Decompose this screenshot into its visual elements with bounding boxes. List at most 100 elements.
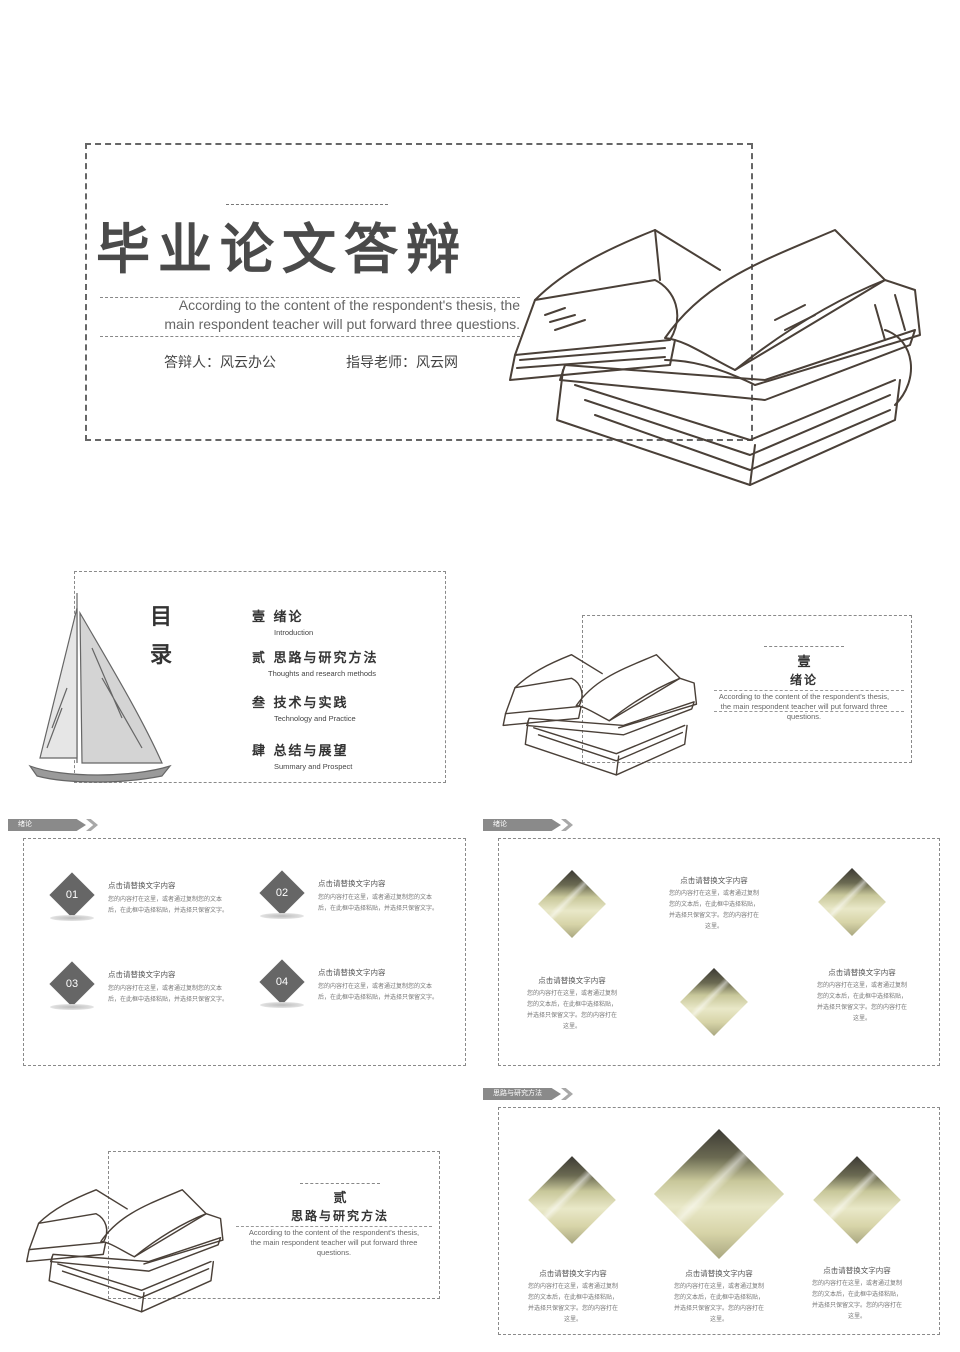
section2-frame bbox=[108, 1151, 440, 1299]
toc-item-en: Summary and Prospect bbox=[274, 762, 353, 771]
card-body-line: 后，在此框中选择粘贴，并选择只保留文字。 bbox=[318, 906, 439, 912]
card-body: 您的内容打在这里，或者通过复制 您的文本后，在此框中选择粘贴， 并选择只保留文字… bbox=[664, 1282, 774, 1326]
toc-title-char-1: 目 bbox=[150, 604, 173, 630]
photo-card-right[interactable]: 点击请替换文字内容 您的内容打在这里，或者通过复制 您的文本后，在此框中选择粘贴… bbox=[808, 967, 916, 1025]
diamond-shadow bbox=[260, 913, 304, 919]
intro-cards-frame bbox=[23, 838, 466, 1066]
section1-desc-line: questions. bbox=[786, 712, 822, 721]
title-rule bbox=[226, 204, 388, 205]
card-body-line: 您的内容打在这里，或者通过复制 bbox=[668, 891, 759, 897]
card-number: 04 bbox=[275, 976, 289, 988]
books-sketch-icon bbox=[509, 229, 921, 486]
photo-card-left[interactable]: 点击请替换文字内容 您的内容打在这里，或者通过复制 您的文本后，在此框中选择粘贴… bbox=[518, 975, 626, 1033]
card-number: 01 bbox=[65, 889, 79, 901]
card-body-line: 您的文本后，在此框中选择粘贴， bbox=[668, 902, 759, 908]
diamond-shadow bbox=[260, 1002, 304, 1008]
books-sketch-icon bbox=[25, 1189, 224, 1313]
card-title: 点击请替换文字内容 bbox=[680, 876, 748, 885]
card-title: 点击请替换文字内容 bbox=[538, 976, 606, 985]
tag-intro-left: 绪论 bbox=[8, 819, 86, 831]
card-body-line: 并选择只保留文字。您的内容打在 bbox=[668, 913, 759, 919]
card-03[interactable]: 点击请替换文字内容 您的内容打在这里，或者通过复制您的文本 后，在此框中选择粘贴… bbox=[108, 969, 258, 1006]
toc-item-introduction[interactable]: 壹 绪论 Introduction bbox=[252, 606, 313, 637]
diamond-shadow bbox=[50, 915, 94, 921]
toc-item-cn: 壹 绪论 bbox=[252, 610, 304, 625]
advisor-label: 指导老师：风云网 bbox=[346, 354, 458, 370]
section1-desc-rule-top bbox=[714, 690, 904, 691]
card-body-line: 您的内容打在这里，或者通过复制 bbox=[816, 983, 907, 989]
card-body: 您的内容打在这里，或者通过复制 您的文本后，在此框中选择粘贴， 并选择只保留文字… bbox=[808, 981, 916, 1025]
section2-name: 思路与研究方法 bbox=[290, 1209, 389, 1223]
photo-card-top[interactable]: 点击请替换文字内容 您的内容打在这里，或者通过复制 您的文本后，在此框中选择粘贴… bbox=[660, 875, 768, 933]
toc-item-cn: 肆 总结与展望 bbox=[252, 744, 349, 759]
section1-desc-rule-bottom bbox=[714, 711, 904, 712]
card-body-line: 并选择只保留文字。您的内容打在 bbox=[816, 1005, 907, 1011]
card-02[interactable]: 点击请替换文字内容 您的内容打在这里，或者通过复制您的文本 后，在此框中选择粘贴… bbox=[318, 878, 468, 915]
section1-desc-line: the main respondent teacher will put for… bbox=[720, 702, 888, 711]
tag-intro-right: 绪论 bbox=[483, 819, 561, 831]
card-body-line: 这里。 bbox=[563, 1317, 582, 1323]
card-body-line: 这里。 bbox=[847, 1314, 866, 1320]
toc-item-cn: 贰 思路与研究方法 bbox=[252, 651, 379, 666]
toc-item-cn: 叁 技术与实践 bbox=[252, 696, 349, 711]
toc-item-technology[interactable]: 叁 技术与实践 Technology and Practice bbox=[252, 692, 356, 723]
toc-item-en: Technology and Practice bbox=[274, 714, 356, 723]
section2-desc-line: questions. bbox=[316, 1248, 352, 1257]
section1-desc: According to the content of the responde… bbox=[704, 692, 904, 722]
card-body-line: 您的文本后，在此框中选择粘贴， bbox=[673, 1295, 764, 1301]
tag-chevron-icon bbox=[86, 819, 98, 831]
card-body: 您的内容打在这里，或者通过复制您的文本 后，在此框中选择粘贴，并选择只保留文字。 bbox=[108, 984, 258, 1006]
toc-title: 目 录 bbox=[150, 598, 180, 674]
cover-frame bbox=[85, 143, 753, 441]
toc-item-summary[interactable]: 肆 总结与展望 Summary and Prospect bbox=[252, 740, 352, 771]
cover-subtitle: According to the content of the responde… bbox=[104, 296, 520, 334]
card-body-line: 这里。 bbox=[852, 1016, 871, 1022]
methods-card-center[interactable]: 点击请替换文字内容 您的内容打在这里，或者通过复制 您的文本后，在此框中选择粘贴… bbox=[664, 1268, 774, 1326]
subtitle-line-2: main respondent teacher will put forward… bbox=[164, 316, 520, 332]
cover-title: 毕业论文答辩 bbox=[96, 217, 468, 281]
card-body: 您的内容打在这里，或者通过复制 您的文本后，在此框中选择粘贴， 并选择只保留文字… bbox=[802, 1279, 912, 1323]
section1-number: 壹 bbox=[797, 655, 811, 670]
card-body: 您的内容打在这里，或者通过复制您的文本 后，在此框中选择粘贴，并选择只保留文字。 bbox=[108, 895, 258, 917]
card-body-line: 您的内容打在这里，或者通过复制您的文本 bbox=[318, 895, 433, 901]
card-body-line: 您的内容打在这里，或者通过复制 bbox=[527, 1284, 618, 1290]
section1-name: 绪论 bbox=[789, 673, 818, 687]
card-title: 点击请替换文字内容 bbox=[108, 970, 176, 979]
card-04[interactable]: 点击请替换文字内容 您的内容打在这里，或者通过复制您的文本 后，在此框中选择粘贴… bbox=[318, 967, 468, 1004]
card-body-line: 后，在此框中选择粘贴，并选择只保留文字。 bbox=[318, 995, 439, 1001]
subtitle-rule-top bbox=[100, 297, 520, 298]
card-body-line: 并选择只保留文字。您的内容打在 bbox=[526, 1013, 617, 1019]
methods-card-left[interactable]: 点击请替换文字内容 您的内容打在这里，或者通过复制 您的文本后，在此框中选择粘贴… bbox=[518, 1268, 628, 1326]
card-body-line: 这里。 bbox=[704, 924, 723, 930]
toc-item-en: Introduction bbox=[274, 628, 314, 637]
card-title: 点击请替换文字内容 bbox=[318, 968, 386, 977]
card-body-line: 您的内容打在这里，或者通过复制 bbox=[811, 1281, 902, 1287]
section2-desc: According to the content of the responde… bbox=[234, 1228, 434, 1258]
card-body-line: 您的内容打在这里，或者通过复制您的文本 bbox=[108, 986, 223, 992]
card-body-line: 并选择只保留文字。您的内容打在 bbox=[673, 1306, 764, 1312]
card-body: 您的内容打在这里，或者通过复制 您的文本后，在此框中选择粘贴， 并选择只保留文字… bbox=[518, 989, 626, 1033]
diamond-shadow bbox=[50, 1004, 94, 1010]
subtitle-line-1: According to the content of the responde… bbox=[178, 297, 520, 313]
card-body-line: 您的内容打在这里，或者通过复制 bbox=[673, 1284, 764, 1290]
card-body-line: 并选择只保留文字。您的内容打在 bbox=[527, 1306, 618, 1312]
card-01[interactable]: 点击请替换文字内容 您的内容打在这里，或者通过复制您的文本 后，在此框中选择粘贴… bbox=[108, 880, 258, 917]
toc-item-methods[interactable]: 贰 思路与研究方法 Thoughts and research methods bbox=[252, 647, 379, 678]
card-body-line: 您的内容打在这里，或者通过复制您的文本 bbox=[108, 897, 223, 903]
card-body: 您的内容打在这里，或者通过复制 您的文本后，在此框中选择粘贴， 并选择只保留文字… bbox=[660, 889, 768, 933]
subtitle-rule-bottom bbox=[100, 336, 520, 337]
card-body-line: 这里。 bbox=[562, 1024, 581, 1030]
section2-rule bbox=[300, 1183, 380, 1184]
card-title: 点击请替换文字内容 bbox=[823, 1266, 891, 1275]
methods-card-right[interactable]: 点击请替换文字内容 您的内容打在这里，或者通过复制 您的文本后，在此框中选择粘贴… bbox=[802, 1265, 912, 1323]
tag-chevron-icon bbox=[561, 1088, 573, 1100]
section1-frame bbox=[582, 615, 912, 763]
section1-rule bbox=[764, 646, 844, 647]
card-body-line: 您的文本后，在此框中选择粘贴， bbox=[816, 994, 907, 1000]
card-body-line: 并选择只保留文字。您的内容打在 bbox=[811, 1303, 902, 1309]
section1-desc-line: According to the content of the responde… bbox=[718, 692, 890, 701]
card-title: 点击请替换文字内容 bbox=[318, 879, 386, 888]
card-body-line: 您的文本后，在此框中选择粘贴， bbox=[527, 1295, 618, 1301]
card-title: 点击请替换文字内容 bbox=[828, 968, 896, 977]
card-body-line: 您的内容打在这里，或者通过复制 bbox=[526, 991, 617, 997]
